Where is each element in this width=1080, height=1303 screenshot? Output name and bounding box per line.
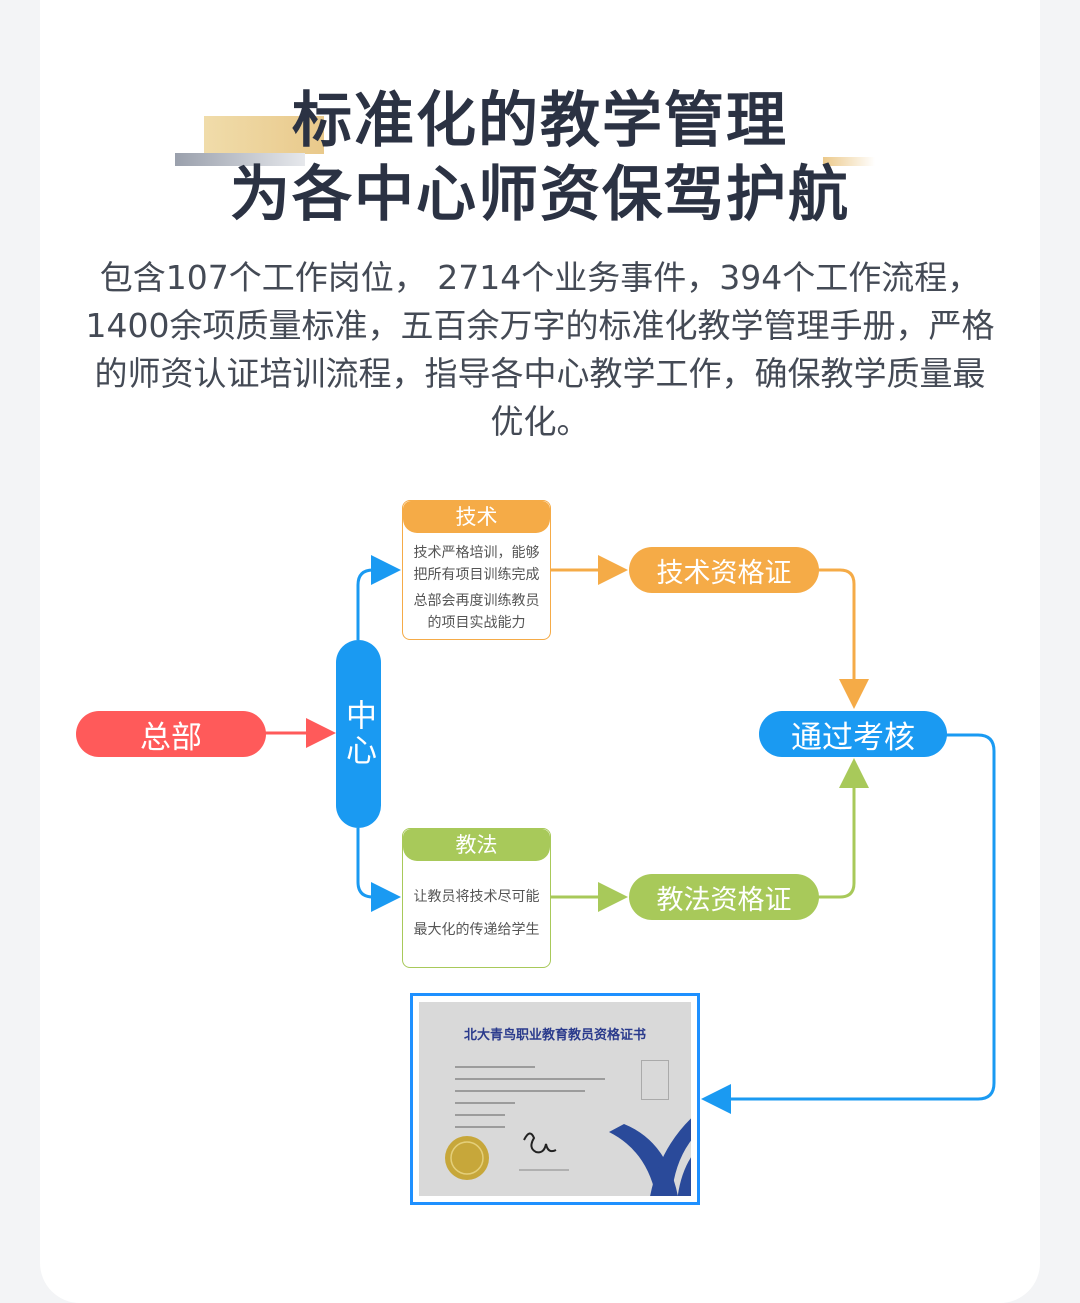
cert-text-line [455,1090,585,1092]
tech-cert-node: 技术资格证 [629,547,819,593]
tech-line-3: 总部会再度训练教员 [413,593,540,609]
cert-text-line [455,1066,535,1068]
arrow-center-to-tech [356,555,401,640]
arrow-techcert-to-exam [818,568,869,709]
cert-text-line [455,1102,515,1104]
certificate-image: 北大青鸟职业教育教员资格证书 [410,993,700,1205]
arrow-exam-to-certificate [701,733,996,1114]
title-decoration-gray [175,153,305,166]
title-decoration-gold-right [823,157,875,166]
arrow-pedcert-to-exam [818,758,869,899]
tech-line-2: 把所有项目训练完成 [413,567,540,583]
signature-icon [523,1132,557,1154]
center-node: 中心 [336,640,381,828]
pedagogy-box: 教法 让教员将技术尽可能 最大化的传递给学生 [402,828,551,968]
cert-text-line [455,1126,505,1128]
pedagogy-line-2: 最大化的传递给学生 [413,922,540,938]
pedagogy-box-header: 教法 [403,829,550,861]
pedagogy-cert-node: 教法资格证 [629,874,819,920]
tech-box: 技术 技术严格培训，能够 把所有项目训练完成 总部会再度训练教员 的项目实战能力 [402,500,551,640]
certificate-title: 北大青鸟职业教育教员资格证书 [463,1028,646,1043]
tech-line-4: 的项目实战能力 [427,615,526,631]
cert-text-line [455,1078,605,1080]
tech-line-1: 技术严格培训，能够 [413,545,540,561]
page-title-line2: 为各中心师资保驾护航 [230,160,850,230]
page-title-line1: 标准化的教学管理 [292,86,788,156]
hq-node: 总部 [76,711,266,757]
pass-exam-node: 通过考核 [759,711,947,757]
arrow-center-to-pedagogy [356,828,401,912]
pedagogy-line-1: 让教员将技术尽可能 [413,889,540,905]
description-text: 包含107个工作岗位， 2714个业务事件，394个工作流程，1400余项质量标… [85,258,995,441]
tech-box-header: 技术 [403,501,550,533]
title-decoration-gold [204,116,324,154]
certificate-graphics [445,1118,691,1196]
cert-text-line [455,1114,505,1116]
photo-placeholder [641,1060,669,1100]
